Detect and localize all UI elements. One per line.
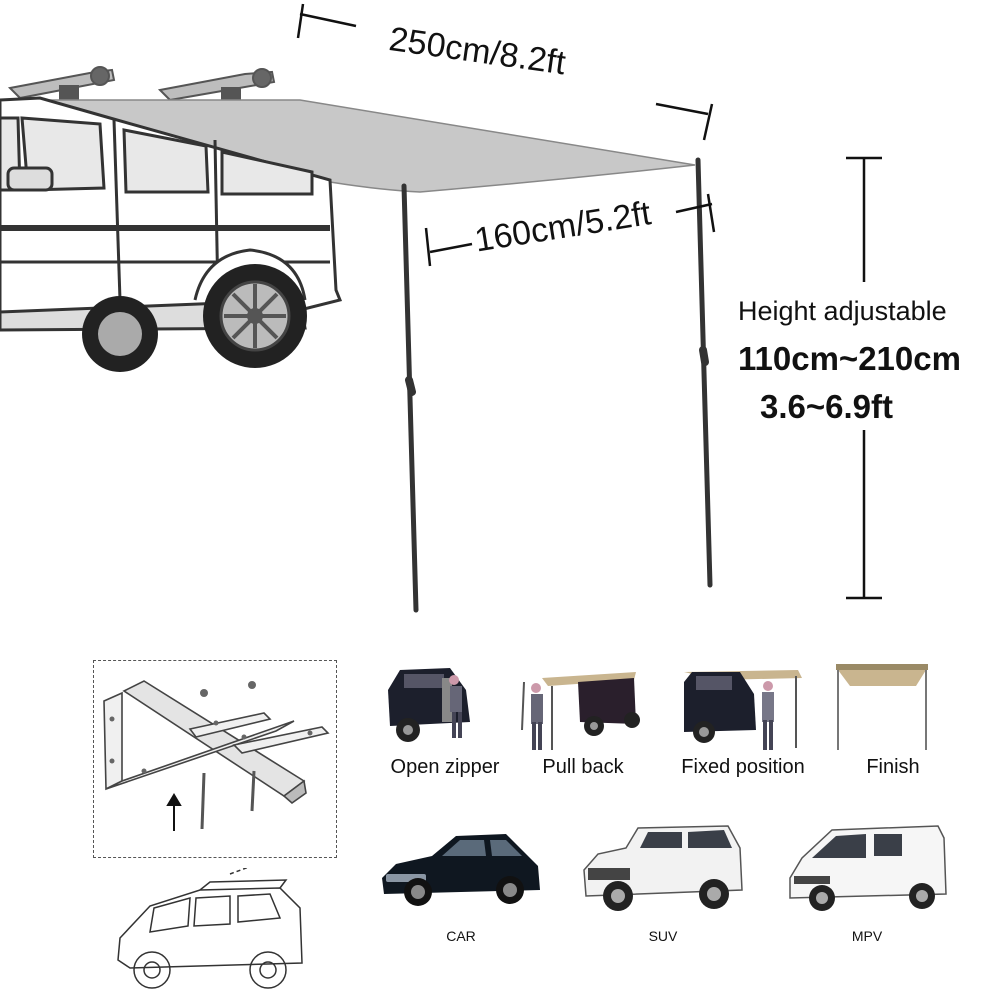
suv-image (583, 825, 743, 911)
finish-photo (836, 664, 928, 750)
rear-wheel (203, 264, 307, 368)
fixed-position-photo (684, 670, 802, 750)
awning-hero-illustration (0, 3, 882, 613)
step-label: Fixed position (681, 756, 805, 778)
wireframe-suv-illustration (117, 868, 303, 989)
pull-back-photo (521, 672, 640, 750)
vehicle-suv: SUV (578, 818, 748, 948)
height-adjustable-title: Height adjustable (738, 296, 947, 326)
step-pull-back: Pull back (518, 660, 648, 805)
bracket-illustration (103, 680, 330, 831)
dimension-lines (296, 3, 882, 600)
step-label: Finish (866, 756, 920, 778)
vehicle-mpv: MPV (782, 818, 952, 948)
mounting-bracket-diagram (93, 660, 337, 858)
car-image (382, 834, 540, 906)
front-wheel (82, 296, 158, 372)
step-finish: Finish (828, 660, 958, 805)
roof-rack (7, 66, 276, 103)
step-label: Open zipper (390, 756, 500, 778)
vehicle-label: CAR (446, 928, 476, 944)
awning-poles (401, 157, 713, 613)
vehicle-car: CAR (376, 818, 546, 948)
height-range-cm: 110cm~210cm (738, 340, 961, 377)
step-open-zipper: Open zipper (380, 660, 510, 805)
step-fixed-position: Fixed position (678, 660, 808, 805)
vehicle-label: SUV (648, 928, 678, 944)
awning-fabric (39, 99, 696, 193)
height-range-ft: 3.6~6.9ft (760, 388, 893, 425)
open-zipper-photo (388, 668, 470, 742)
vehicle-label: MPV (851, 928, 883, 944)
step-label: Pull back (542, 756, 624, 778)
mpv-image (789, 825, 947, 911)
